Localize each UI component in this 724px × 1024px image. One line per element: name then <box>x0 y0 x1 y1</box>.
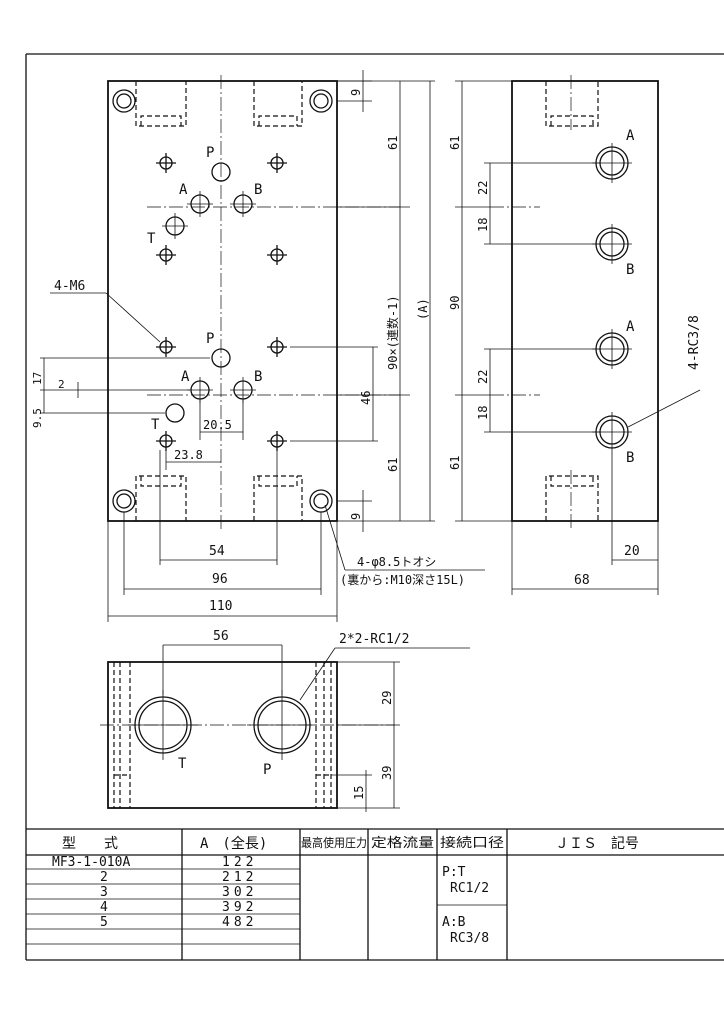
dim-front-23-8: 23.8 <box>174 448 203 462</box>
callout-hole-line2: (裏から:M10深さ15L) <box>340 572 465 587</box>
port-pt-value: RC1/2 <box>450 881 489 896</box>
th-model: 型 式 <box>62 836 118 852</box>
dim-bottom-15: 15 <box>352 786 366 800</box>
dim-front-110: 110 <box>209 599 232 614</box>
dim-front-46: 46 <box>359 391 373 405</box>
dim-front-top-9: 9 <box>349 89 363 96</box>
front-view: P A B T P A B T 4-M6 9 61 90×(連数-1) (A) … <box>31 70 485 622</box>
front-port-a-upper: A <box>179 182 188 198</box>
dim-front-96: 96 <box>212 572 228 587</box>
port-ab-label: A:B <box>442 915 466 930</box>
dim-front-a: (A) <box>416 298 430 320</box>
th-rated-flow: 定格流量 <box>371 835 434 851</box>
row-2-length: 212 <box>222 870 257 885</box>
dim-front-2: 2 <box>58 378 65 391</box>
dim-bottom-56: 56 <box>213 629 229 644</box>
dim-front-54: 54 <box>209 544 225 559</box>
callout-bolt-m6: 4-M6 <box>54 279 85 294</box>
dim-front-pitch: 90×(連数-1) <box>385 295 400 370</box>
row-2-model: 2 <box>100 870 108 885</box>
row-4-model: 4 <box>100 900 108 915</box>
dim-front-17: 17 <box>31 372 44 385</box>
bottom-body <box>107 661 338 809</box>
bottom-port-t: T <box>178 756 187 772</box>
dim-front-bottom-9: 9 <box>349 513 363 520</box>
front-port-p-upper: P <box>206 145 214 161</box>
side-port-a-lower: A <box>626 319 635 335</box>
front-port-t-upper: T <box>147 231 156 247</box>
side-port-b-lower: B <box>626 450 634 466</box>
dim-front-9-5: 9.5 <box>31 408 44 428</box>
dim-side-61-bottom: 61 <box>448 456 462 470</box>
dim-side-22-bottom: 22 <box>476 370 490 384</box>
row-5-length: 482 <box>222 915 257 930</box>
th-length: A (全長) <box>200 835 267 852</box>
spec-table: 型 式 A (全長) 最高使用圧力 定格流量 接続口径 ＪＩＳ 記号 MF3-1… <box>26 828 724 960</box>
front-port-t-lower: T <box>151 417 160 433</box>
port-pt-label: P:T <box>442 865 466 880</box>
dim-side-18-bottom: 18 <box>476 406 490 420</box>
dim-side-90: 90 <box>448 296 462 310</box>
th-port-size: 接続口径 <box>440 835 504 851</box>
dim-side-18-top: 18 <box>476 218 490 232</box>
dim-bottom-39: 39 <box>380 766 394 780</box>
bottom-view: T P 56 2*2-RC1/2 29 39 15 <box>100 629 470 812</box>
dim-front-61-top: 61 <box>386 136 400 150</box>
front-body <box>107 80 338 522</box>
front-port-b-upper: B <box>254 182 262 198</box>
dim-side-20: 20 <box>624 544 640 559</box>
side-port-b-upper: B <box>626 262 634 278</box>
th-max-pressure: 最高使用圧力 <box>301 835 367 850</box>
row-3-model: 3 <box>100 885 108 900</box>
callout-side-port: 4-RC3/8 <box>687 315 702 370</box>
dim-side-61-top: 61 <box>448 136 462 150</box>
dim-side-22-top: 22 <box>476 181 490 195</box>
front-port-a-lower: A <box>181 369 190 385</box>
row-3-length: 302 <box>222 885 257 900</box>
dim-bottom-29: 29 <box>380 691 394 705</box>
row-1-length: 122 <box>222 855 257 870</box>
row-4-length: 392 <box>222 900 257 915</box>
callout-bottom-port: 2*2-RC1/2 <box>339 632 409 647</box>
side-port-a-upper: A <box>626 128 635 144</box>
side-body <box>511 80 659 522</box>
row-5-model: 5 <box>100 915 108 930</box>
front-port-b-lower: B <box>254 369 262 385</box>
row-1-model: MF3-1-010A <box>52 855 130 870</box>
dim-side-68: 68 <box>574 573 590 588</box>
side-view: A B A B 61 90 61 22 18 22 18 4-RC3/8 20 … <box>448 75 702 595</box>
dim-front-61-bottom: 61 <box>386 458 400 472</box>
callout-hole-line1: 4-φ8.5トオシ <box>357 555 436 569</box>
bottom-port-p: P <box>263 762 271 778</box>
th-jis-symbol: ＪＩＳ 記号 <box>555 835 639 852</box>
dim-front-20-5: 20.5 <box>203 418 232 432</box>
front-port-p-lower: P <box>206 331 214 347</box>
port-ab-value: RC3/8 <box>450 931 489 946</box>
